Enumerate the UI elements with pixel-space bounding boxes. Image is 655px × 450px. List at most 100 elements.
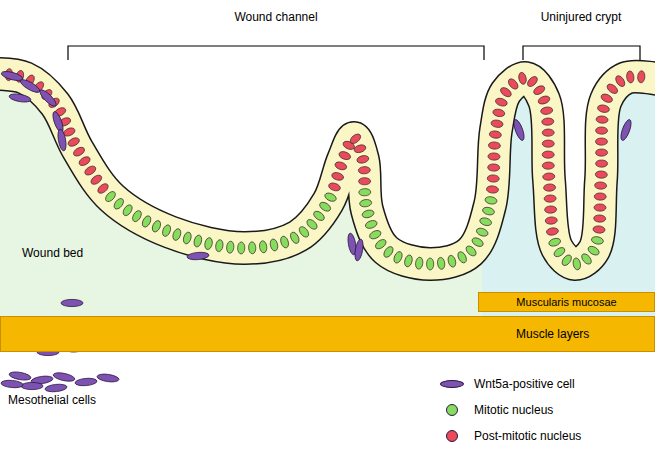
- nucleus: [193, 234, 203, 247]
- nucleus: [526, 75, 540, 89]
- nucleus: [161, 224, 172, 238]
- nucleus: [552, 246, 566, 259]
- nucleus: [338, 150, 352, 161]
- legend-text: Post-mitotic nucleus: [474, 429, 581, 443]
- nucleus: [600, 92, 614, 104]
- nucleus: [544, 206, 556, 214]
- band-label: Muscle layers: [516, 327, 589, 341]
- nucleus: [489, 130, 502, 139]
- wnt5a-cell: [512, 118, 526, 141]
- nucleus: [131, 209, 143, 223]
- wnt5a-cell: [187, 251, 210, 260]
- tissue-band: Muscle layers: [0, 316, 655, 352]
- nucleus-swatch: [446, 430, 458, 442]
- bracket: [523, 46, 640, 60]
- epithelium-outline: [0, 74, 655, 264]
- wnt5a-cell: [21, 382, 43, 389]
- nucleus: [495, 97, 509, 107]
- nucleus: [121, 203, 134, 217]
- nucleus: [356, 154, 369, 164]
- nucleus: [540, 106, 553, 115]
- nucleus: [499, 86, 513, 99]
- bracket-label: Uninjured crypt: [541, 10, 622, 24]
- nucleus: [464, 244, 478, 258]
- nucleus: [487, 175, 499, 183]
- nucleus: [204, 237, 214, 250]
- nucleus: [104, 190, 117, 204]
- wnt5a-cell: [9, 93, 32, 104]
- legend-entry: Mitotic nucleus: [438, 402, 553, 418]
- lumen: [0, 0, 655, 264]
- nucleus: [605, 82, 619, 95]
- nucleus: [594, 193, 606, 200]
- nucleus: [594, 215, 606, 223]
- nucleus: [215, 239, 224, 252]
- nucleus: [543, 184, 555, 192]
- nucleus: [331, 171, 345, 181]
- nucleus: [542, 162, 554, 169]
- nucleus: [595, 138, 607, 145]
- nucleus: [591, 236, 604, 246]
- wnt5a-cell: [75, 377, 98, 386]
- legend-entry: Wnt5a-positive cell: [438, 376, 575, 392]
- wnt5a-cell: [9, 371, 32, 382]
- nucleus: [507, 77, 520, 91]
- nucleus: [484, 196, 497, 205]
- nucleus: [182, 231, 192, 245]
- nucleus: [595, 171, 607, 179]
- nucleus: [382, 245, 395, 259]
- nucleus: [542, 151, 554, 158]
- nucleus: [492, 108, 505, 117]
- nucleus: [544, 195, 556, 203]
- nucleus: [368, 229, 382, 241]
- nucleus: [594, 182, 606, 190]
- region-label: Mesothelial cells: [8, 393, 96, 407]
- wnt5a-cell: [45, 383, 68, 392]
- nucleus: [518, 72, 528, 85]
- epithelium: [0, 74, 655, 264]
- nucleus: [596, 160, 608, 167]
- nucleus: [89, 173, 103, 186]
- nucleus: [486, 185, 499, 193]
- nucleus: [456, 250, 468, 264]
- legend-text: Wnt5a-positive cell: [474, 377, 575, 391]
- nucleus: [318, 201, 332, 213]
- band-label: Muscularis mucosae: [516, 296, 616, 308]
- nucleus: [112, 197, 125, 211]
- bracket: [68, 46, 484, 60]
- nucleus: [312, 209, 326, 222]
- nucleus: [587, 245, 601, 257]
- nucleus: [447, 254, 457, 268]
- nucleus: [353, 144, 367, 154]
- nucleus: [542, 129, 554, 136]
- wnt5a-cell: [61, 299, 83, 306]
- nucleus: [637, 71, 645, 83]
- wnt5a-cell: [1, 379, 24, 388]
- tissue-band: Muscularis mucosae: [478, 292, 655, 312]
- nucleus: [328, 182, 342, 193]
- nucleus: [488, 142, 500, 150]
- nucleus: [269, 238, 279, 251]
- nucleus: [427, 258, 434, 270]
- nucleus: [482, 206, 495, 216]
- nucleus: [597, 104, 610, 113]
- nucleus: [545, 216, 558, 224]
- nucleus: [359, 188, 371, 196]
- nucleus: [289, 231, 301, 245]
- wnt5a-cell: [38, 88, 59, 109]
- nucleus: [542, 140, 554, 147]
- legend-entry: Post-mitotic nucleus: [438, 428, 581, 444]
- nucleus: [334, 161, 348, 172]
- nucleus: [548, 237, 562, 247]
- nucleus: [259, 240, 268, 253]
- nucleus: [560, 253, 573, 267]
- nucleus: [614, 74, 627, 88]
- nucleus: [67, 136, 81, 148]
- nucleus: [479, 217, 493, 227]
- nucleus: [324, 191, 338, 203]
- wnt5a-cell: [19, 77, 42, 94]
- wnt5a-cell: [619, 118, 633, 141]
- nucleus: [305, 218, 319, 231]
- nucleus: [596, 116, 609, 124]
- nucleus: [83, 164, 97, 176]
